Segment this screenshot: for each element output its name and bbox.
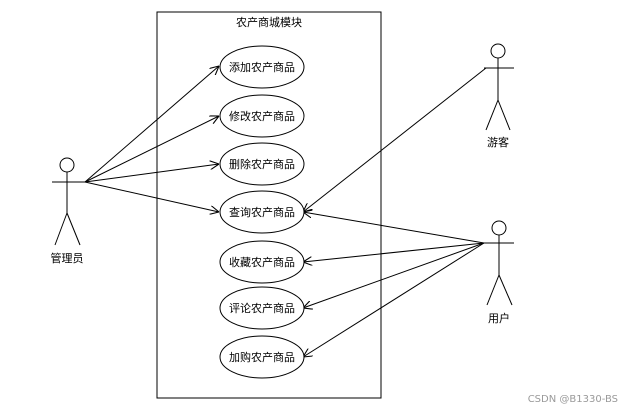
actor-guest-label: 游客	[487, 135, 509, 149]
assoc-user-favorite	[303, 242, 485, 262]
assoc-admin-edit	[84, 116, 219, 183]
assoc-user-comment	[303, 242, 485, 308]
assoc-guest-query	[303, 67, 487, 212]
use-case-query-label: 查询农产商品	[229, 205, 295, 219]
use-case-favorite-label: 收藏农产商品	[229, 255, 295, 269]
assoc-admin-add	[84, 66, 219, 183]
assoc-user-cart	[303, 242, 485, 357]
admin-associations	[84, 66, 219, 212]
use-case-add: 添加农产商品	[219, 45, 305, 89]
use-case-cart: 加购农产商品	[219, 335, 305, 379]
actor-user-label: 用户	[488, 311, 510, 325]
use-case-comment: 评论农产商品	[219, 286, 305, 330]
guest-associations	[303, 67, 487, 212]
use-case-comment-label: 评论农产商品	[229, 301, 295, 315]
assoc-admin-query	[84, 181, 219, 212]
use-case-cart-label: 加购农产商品	[229, 350, 295, 364]
use-case-favorite: 收藏农产商品	[219, 240, 305, 284]
watermark: CSDN @B1330-BS	[528, 394, 618, 405]
use-case-delete-label: 删除农产商品	[229, 157, 295, 171]
use-case-query: 查询农产商品	[219, 190, 305, 234]
use-case-edit: 修改农产商品	[219, 94, 305, 138]
assoc-user-query	[303, 212, 485, 244]
actor-guest-head	[490, 43, 506, 59]
actor-admin-label: 管理员	[51, 251, 84, 265]
use-case-add-label: 添加农产商品	[229, 60, 295, 74]
actor-user-head	[491, 220, 507, 236]
actor-user: 用户	[484, 220, 514, 325]
actor-admin: 管理员	[51, 157, 85, 265]
user-associations	[303, 212, 485, 357]
actor-admin-head	[59, 157, 75, 173]
use-case-delete: 删除农产商品	[219, 142, 305, 186]
assoc-admin-delete	[84, 164, 219, 183]
actor-guest: 游客	[484, 43, 514, 149]
use-case-edit-label: 修改农产商品	[229, 109, 295, 123]
system-boundary	[156, 11, 382, 399]
system-title: 农产商城模块	[236, 15, 302, 29]
